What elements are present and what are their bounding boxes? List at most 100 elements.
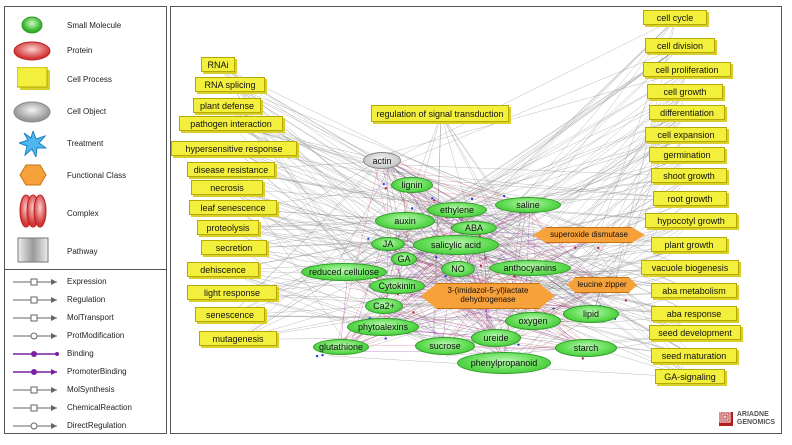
node-seed-maturation[interactable]: seed maturation [651,348,737,363]
node-rnai[interactable]: RNAi [201,57,235,72]
node-oxygen[interactable]: oxygen [505,312,561,330]
network-edge [595,18,677,244]
node-lignin[interactable]: lignin [391,177,433,193]
network-edge [468,18,677,227]
node-ga[interactable]: GA [391,252,417,266]
node-dehiscence[interactable]: dehiscence [187,262,259,277]
node-differentiation[interactable]: differentiation [649,105,725,120]
edge-marker [435,256,438,259]
moltransport-edge-icon [13,314,57,322]
network-edge [344,113,689,340]
node-ja[interactable]: JA [371,237,405,251]
node-cell-cycle[interactable]: cell cycle [643,10,707,25]
node-aba[interactable]: ABA [451,221,497,235]
protmodification-edge-icon [13,332,57,340]
node-cell-division[interactable]: cell division [645,38,715,53]
node-secretion[interactable]: secretion [201,240,267,255]
node-rna-splicing[interactable]: RNA splicing [195,77,265,92]
network-edge [374,163,691,177]
node-proteolysis[interactable]: proteolysis [197,220,259,235]
network-map[interactable]: RNAi RNA splicing plant defense pathogen… [170,6,782,434]
node-auxin[interactable]: auxin [375,212,435,230]
node-senescence[interactable]: senescence [195,307,265,322]
legend-label: PromoterBinding [67,367,127,376]
network-edge [420,184,462,275]
node-necrosis[interactable]: necrosis [191,180,263,195]
legend-label: Cell Process [67,75,112,84]
legend-item-protein: Protein [5,40,166,61]
node-hypersensitive-response[interactable]: hypersensitive response [171,141,297,156]
treatment-icon [19,131,47,157]
node-ga-signaling[interactable]: GA-signaling [655,369,725,384]
regulation-edge-icon [13,296,57,304]
node-saline[interactable]: saline [495,197,561,213]
network-edge [467,226,696,292]
protein-icon [13,41,51,61]
node-mutagenesis[interactable]: mutagenesis [199,331,277,346]
promoterbinding-edge-icon [13,369,57,375]
node-lipid[interactable]: lipid [563,305,619,323]
network-edge [234,149,519,197]
legend-edge-directregulation: DirectRegulation [5,417,166,435]
node-shoot-growth[interactable]: shoot growth [651,168,727,183]
node-anthocyanins[interactable]: anthocyanins [489,260,571,276]
network-edge [446,206,531,351]
node-starch[interactable]: starch [555,339,617,357]
edge-marker [513,275,516,278]
node-imidazolyl-lactate-dehydrogenase[interactable]: 3-(imidazol-5-yl)lactate dehydrogenase [421,283,555,309]
node-light-response[interactable]: light response [187,285,277,300]
node-seed-development[interactable]: seed development [649,325,741,340]
node-cytokinin[interactable]: Cytokinin [369,278,425,294]
edge-marker [321,353,324,357]
node-regulation-of-signal-transduction[interactable]: regulation of signal transduction [371,105,509,122]
node-actin[interactable]: actin [363,152,401,169]
node-glutathione[interactable]: glutathione [313,339,369,355]
node-aba-response[interactable]: aba response [651,306,737,321]
legend-divider [5,269,166,270]
edge-marker [433,199,436,202]
node-disease-resistance[interactable]: disease resistance [187,162,275,177]
node-hypocotyl-growth[interactable]: hypocotyl growth [645,213,737,228]
network-edge [218,65,528,216]
expression-edge-icon [13,278,57,286]
network-edge [577,155,689,231]
legend-item-treatment: Treatment [5,131,166,157]
edge-marker [624,299,628,302]
node-aba-metabolism[interactable]: aba metabolism [651,283,737,298]
network-edge [231,170,591,235]
network-edge [373,70,689,158]
node-ca2[interactable]: Ca2+ [365,298,403,314]
network-edge [227,188,541,210]
node-no[interactable]: NO [441,261,475,277]
node-phenylpropanoid[interactable]: phenylpropanoid [457,352,551,374]
node-ethylene[interactable]: ethylene [427,202,487,218]
legend-edge-chemicalreaction: ChemicalReaction [5,399,166,417]
network-edge [380,162,696,315]
node-superoxide-dismutase[interactable]: superoxide dismutase [533,227,645,243]
edge-marker [431,197,434,200]
edge-marker [470,197,474,201]
node-ureide[interactable]: ureide [471,329,521,347]
node-phytoalexins[interactable]: phytoalexins [347,318,419,336]
node-plant-defense[interactable]: plant defense [193,98,261,113]
node-cell-expansion[interactable]: cell expansion [645,127,727,142]
legend-item-complex: Complex [5,194,166,228]
node-plant-growth[interactable]: plant growth [651,237,727,252]
legend-label: ChemicalReaction [67,403,132,412]
legend-item-small-molecule: Small Molecule [5,15,166,35]
node-leucine-zipper[interactable]: leucine zipper [567,277,637,293]
network-edge [411,92,687,219]
legend-label: Regulation [67,295,106,304]
legend-item-cell-object: Cell Object [5,101,166,123]
node-cell-growth[interactable]: cell growth [647,84,723,99]
node-reduced-cellulose[interactable]: reduced cellulose [301,263,387,281]
node-leaf-senescence[interactable]: leaf senescence [189,200,277,215]
node-salicylic-acid[interactable]: salicylic acid [413,235,499,255]
node-root-growth[interactable]: root growth [653,191,727,206]
node-germination[interactable]: germination [649,147,725,162]
legend-edge-molsynthesis: MolSynthesis [5,381,166,399]
node-cell-proliferation[interactable]: cell proliferation [643,62,731,77]
node-vacuole-biogenesis[interactable]: vacuole biogenesis [641,260,739,275]
node-sucrose[interactable]: sucrose [415,337,475,355]
node-pathogen-interaction[interactable]: pathogen interaction [179,116,283,131]
